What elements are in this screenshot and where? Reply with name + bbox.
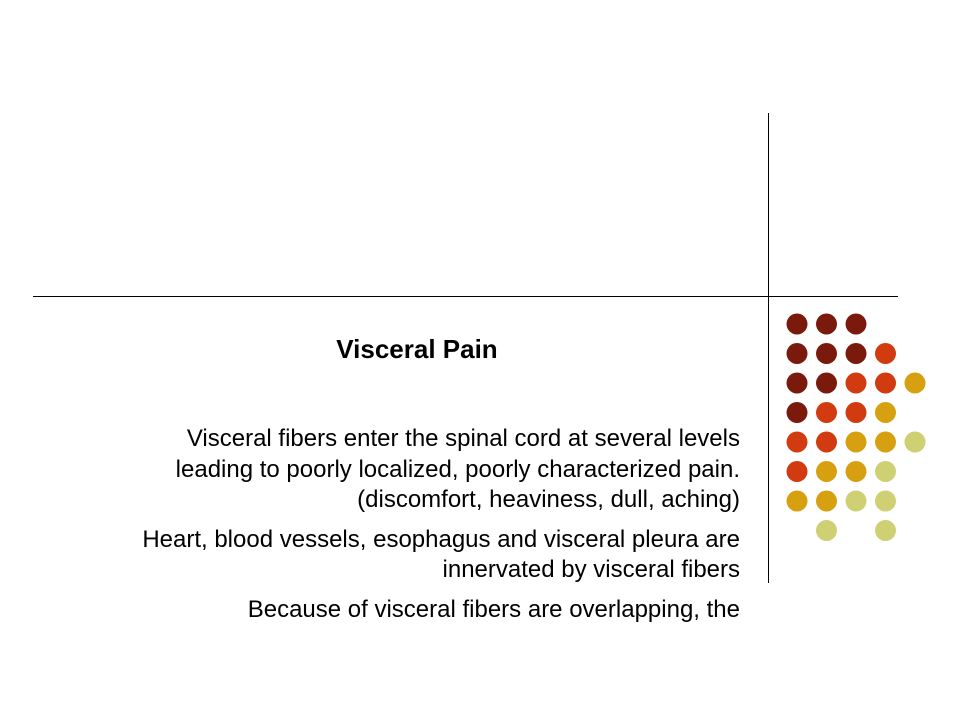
decorative-dot xyxy=(845,461,867,482)
decorative-dot xyxy=(816,490,837,512)
decorative-dot xyxy=(845,490,867,512)
decorative-dot xyxy=(816,431,837,453)
decorative-dot xyxy=(875,461,896,482)
body-paragraph-2: Heart, blood vessels, esophagus and visc… xyxy=(142,525,740,584)
decorative-dot xyxy=(845,372,867,394)
decorative-dot xyxy=(786,402,808,423)
decorative-dot xyxy=(816,402,837,423)
decorative-dot xyxy=(875,372,896,394)
decorative-dot xyxy=(786,313,808,335)
decorative-dot xyxy=(845,402,867,423)
decorative-dot xyxy=(845,313,867,335)
decorative-dot xyxy=(904,372,926,394)
decorative-dot xyxy=(786,461,808,482)
decorative-dot xyxy=(875,402,896,423)
decorative-dot xyxy=(816,313,837,335)
decorative-dot xyxy=(786,490,808,512)
decorative-dot xyxy=(786,343,808,364)
decorative-dot xyxy=(875,343,896,364)
decorative-dot xyxy=(845,431,867,453)
body-paragraph-3: Because of visceral fibers are overlappi… xyxy=(247,595,740,623)
decorative-dot xyxy=(816,372,837,394)
decorative-dot xyxy=(816,520,837,541)
body-paragraph-1: Visceral fibers enter the spinal cord at… xyxy=(175,425,740,513)
decorative-dot xyxy=(845,343,867,364)
decorative-dot xyxy=(786,431,808,453)
vertical-divider-line xyxy=(768,113,769,583)
decorative-dot xyxy=(816,343,837,364)
slide-title: Visceral Pain xyxy=(336,334,498,364)
decorative-dot xyxy=(875,520,896,541)
decorative-dot xyxy=(786,372,808,394)
decorative-dot xyxy=(816,461,837,482)
decorative-dot xyxy=(875,431,896,453)
decorative-dot xyxy=(904,431,926,453)
decorative-dot xyxy=(875,490,896,512)
horizontal-divider-line xyxy=(33,296,898,297)
slide-body: Visceral fibers enter the spinal cord at… xyxy=(140,424,740,634)
